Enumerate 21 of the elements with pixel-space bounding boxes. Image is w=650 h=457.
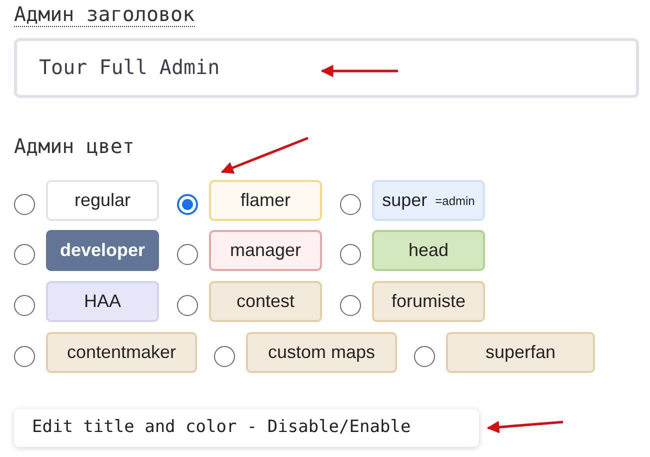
color-tag: regular [46, 180, 159, 221]
color-tag: HAA [46, 281, 159, 322]
tag-text: super [382, 190, 428, 211]
section-heading: Админ цвет [14, 134, 134, 158]
field-label: Админ заголовок [14, 2, 195, 27]
color-tag: head [372, 230, 485, 271]
tag-note: =admin [435, 194, 475, 208]
annotation-arrow [486, 420, 564, 434]
color-tag: contentmaker [46, 332, 197, 373]
color-tag: flamer [209, 180, 322, 221]
toggle-button: Edit title and color - Disable/Enable [14, 409, 479, 447]
color-tag: superfan [446, 332, 595, 373]
color-tag: custom maps [246, 332, 397, 373]
annotation-arrow [320, 64, 398, 78]
color-tag: contest [209, 281, 322, 322]
color-tag [372, 180, 485, 221]
color-tag: manager [209, 230, 322, 271]
color-tag: forumiste [372, 281, 485, 322]
annotation-arrow [220, 136, 308, 174]
text-input-field: Tour Full Admin [14, 38, 639, 98]
color-tag: developer [46, 230, 159, 271]
